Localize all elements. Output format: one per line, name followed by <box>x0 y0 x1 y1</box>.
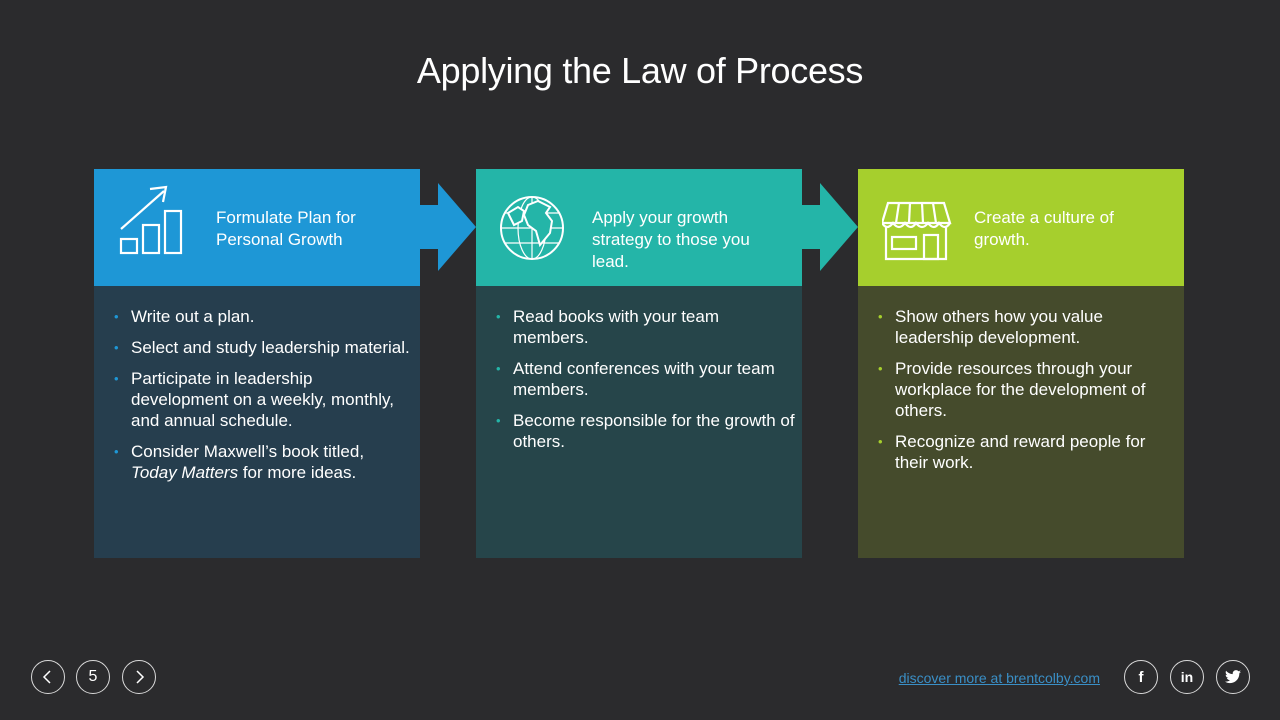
card-title: Formulate Plan for Personal Growth <box>216 208 356 249</box>
facebook-button[interactable]: f <box>1124 660 1158 694</box>
card-header: Create a culture of growth. <box>858 169 1184 286</box>
bullet-icon: • <box>496 413 501 428</box>
card-personal-growth: Formulate Plan for Personal Growth •Writ… <box>94 169 420 558</box>
list-item: •Provide resources through your workplac… <box>878 359 1146 420</box>
page-number: 5 <box>88 668 98 685</box>
card-header: Apply your growth strategy to those you … <box>476 169 802 286</box>
bullet-icon: • <box>878 309 883 324</box>
bullet-list: •Show others how you value leadership de… <box>878 306 1178 483</box>
list-item: •Participate in leadership development o… <box>114 369 395 430</box>
twitter-bird-icon <box>1225 670 1241 684</box>
storefront-icon <box>882 183 954 273</box>
bullet-icon: • <box>878 434 883 449</box>
arrow-right-icon <box>802 183 860 271</box>
card-body: •Show others how you value leadership de… <box>858 286 1184 558</box>
bullet-icon: • <box>114 340 119 355</box>
slide-title: Applying the Law of Process <box>416 50 864 91</box>
bullet-icon: • <box>496 309 501 324</box>
next-slide-button[interactable] <box>122 660 156 694</box>
facebook-icon: f <box>1138 668 1144 686</box>
list-item: •Recognize and reward people for their w… <box>878 432 1146 472</box>
list-item: •Attend conferences with your team membe… <box>496 359 775 399</box>
card-title: Create a culture of growth. <box>974 208 1114 249</box>
growth-chart-icon <box>116 183 188 273</box>
bullet-list: •Read books with your team members. •Att… <box>496 306 796 462</box>
list-item: •Become responsible for the growth of ot… <box>496 411 795 451</box>
card-apply-strategy: Apply your growth strategy to those you … <box>476 169 802 558</box>
bullet-icon: • <box>496 361 501 376</box>
card-body: •Read books with your team members. •Att… <box>476 286 802 558</box>
bullet-icon: • <box>878 361 883 376</box>
bullet-icon: • <box>114 444 119 459</box>
twitter-button[interactable] <box>1216 660 1250 694</box>
card-header: Formulate Plan for Personal Growth <box>94 169 420 286</box>
website-link[interactable]: discover more at brentcolby.com <box>898 670 1100 686</box>
linkedin-button[interactable]: in <box>1170 660 1204 694</box>
card-body: •Write out a plan. •Select and study lea… <box>94 286 420 558</box>
globe-icon <box>498 183 570 273</box>
arrow-right-icon <box>420 183 478 271</box>
page-number-badge: 5 <box>76 660 110 694</box>
list-item: •Consider Maxwell’s book titled, Today M… <box>114 442 365 482</box>
bullet-list: •Write out a plan. •Select and study lea… <box>114 306 414 493</box>
list-item: •Write out a plan. <box>114 307 255 326</box>
linkedin-icon: in <box>1180 669 1194 685</box>
previous-slide-button[interactable] <box>31 660 65 694</box>
card-culture-of-growth: Create a culture of growth. •Show others… <box>858 169 1184 558</box>
list-item: •Show others how you value leadership de… <box>878 307 1103 347</box>
chevron-right-icon <box>136 670 145 684</box>
chevron-left-icon <box>42 670 51 684</box>
bullet-icon: • <box>114 371 119 386</box>
list-item: •Select and study leadership material. <box>114 338 410 357</box>
list-item: •Read books with your team members. <box>496 307 719 347</box>
book-title: Today Matters <box>131 463 239 482</box>
card-title: Apply your growth strategy to those you … <box>592 208 750 271</box>
bullet-icon: • <box>114 309 119 324</box>
